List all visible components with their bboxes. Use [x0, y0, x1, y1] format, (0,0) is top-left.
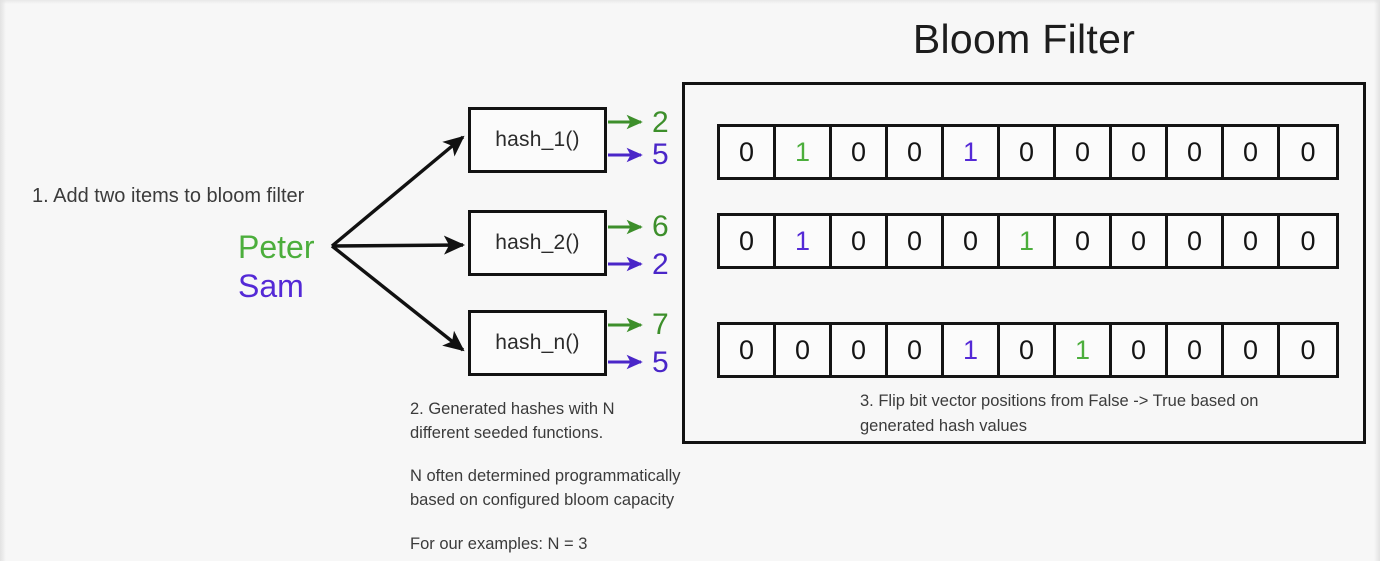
- bit-cell: 0: [1000, 127, 1056, 177]
- bit-cell: 1: [944, 127, 1000, 177]
- bit-cell: 0: [720, 325, 776, 375]
- hash-function-box-2: hash_2(): [468, 210, 607, 276]
- bit-cell: 1: [944, 325, 1000, 375]
- bit-cell: 0: [1112, 216, 1168, 266]
- bit-cell: 0: [832, 325, 888, 375]
- hash-function-label-2: hash_2(): [495, 231, 580, 254]
- frame-edge-left: [0, 0, 6, 561]
- hash-output-n-green: 7: [652, 308, 669, 341]
- input-item-peter: Peter: [238, 229, 315, 265]
- hash-output-1-purple: 5: [652, 138, 669, 171]
- bit-cell: 0: [1224, 127, 1280, 177]
- hash-output-2-purple: 2: [652, 248, 669, 281]
- arrow-items-to-hash-n: [330, 244, 465, 352]
- frame-edge-right: [1374, 0, 1380, 561]
- bit-cell: 0: [1280, 216, 1336, 266]
- bit-cell: 0: [1280, 325, 1336, 375]
- frame-edge-top: [0, 0, 1380, 4]
- hash-output-1-green: 2: [652, 106, 669, 139]
- hash-function-label-1: hash_1(): [495, 128, 580, 151]
- bit-cell: 0: [1000, 325, 1056, 375]
- hash-2-output-arrows: [608, 219, 643, 272]
- bit-cell: 0: [1056, 127, 1112, 177]
- bit-cell: 0: [720, 216, 776, 266]
- hash-output-n-purple: 5: [652, 346, 669, 379]
- step-3-caption: 3. Flip bit vector positions from False …: [860, 392, 1259, 435]
- bit-cell: 0: [944, 216, 1000, 266]
- hash-n-output-arrows: [608, 317, 643, 370]
- arrow-items-to-hash-2: [331, 235, 466, 255]
- bit-cell: 0: [832, 127, 888, 177]
- bit-cell: 0: [888, 216, 944, 266]
- input-item-sam: Sam: [238, 268, 304, 304]
- page-title: Bloom Filter: [912, 16, 1136, 62]
- bit-cell: 0: [720, 127, 776, 177]
- bit-cell: 0: [1280, 127, 1336, 177]
- step-1-caption: 1. Add two items to bloom filter: [32, 185, 305, 207]
- bit-cell: 0: [1112, 325, 1168, 375]
- bit-cell: 0: [776, 325, 832, 375]
- hash-1-output-arrows: [608, 114, 643, 163]
- bit-cell: 0: [832, 216, 888, 266]
- bit-cell: 1: [776, 216, 832, 266]
- hash-function-label-3: hash_n(): [495, 331, 580, 354]
- bit-cell: 1: [1000, 216, 1056, 266]
- bit-cell: 0: [1168, 325, 1224, 375]
- hash-output-2-green: 6: [652, 210, 669, 243]
- bit-cell: 1: [1056, 325, 1112, 375]
- bit-cell: 0: [1224, 325, 1280, 375]
- bit-cell: 1: [776, 127, 832, 177]
- bit-cell: 0: [1224, 216, 1280, 266]
- bit-cell: 0: [888, 127, 944, 177]
- hash-function-box-3: hash_n(): [468, 310, 607, 376]
- bit-cell: 0: [1112, 127, 1168, 177]
- item-to-hash-arrows: [330, 135, 466, 352]
- n-example-caption: For our examples: N = 3: [410, 535, 588, 553]
- arrow-items-to-hash-1: [330, 135, 465, 248]
- bit-cell: 0: [888, 325, 944, 375]
- bit-cell: 0: [1056, 216, 1112, 266]
- hash-function-box-1: hash_1(): [468, 107, 607, 173]
- bloom-filter-frame: [682, 82, 1366, 444]
- bit-cell: 0: [1168, 127, 1224, 177]
- bit-cell: 0: [1168, 216, 1224, 266]
- n-detail-caption: N often determined programmatically base…: [410, 467, 681, 509]
- step-2-caption: 2. Generated hashes with N different see…: [410, 400, 615, 442]
